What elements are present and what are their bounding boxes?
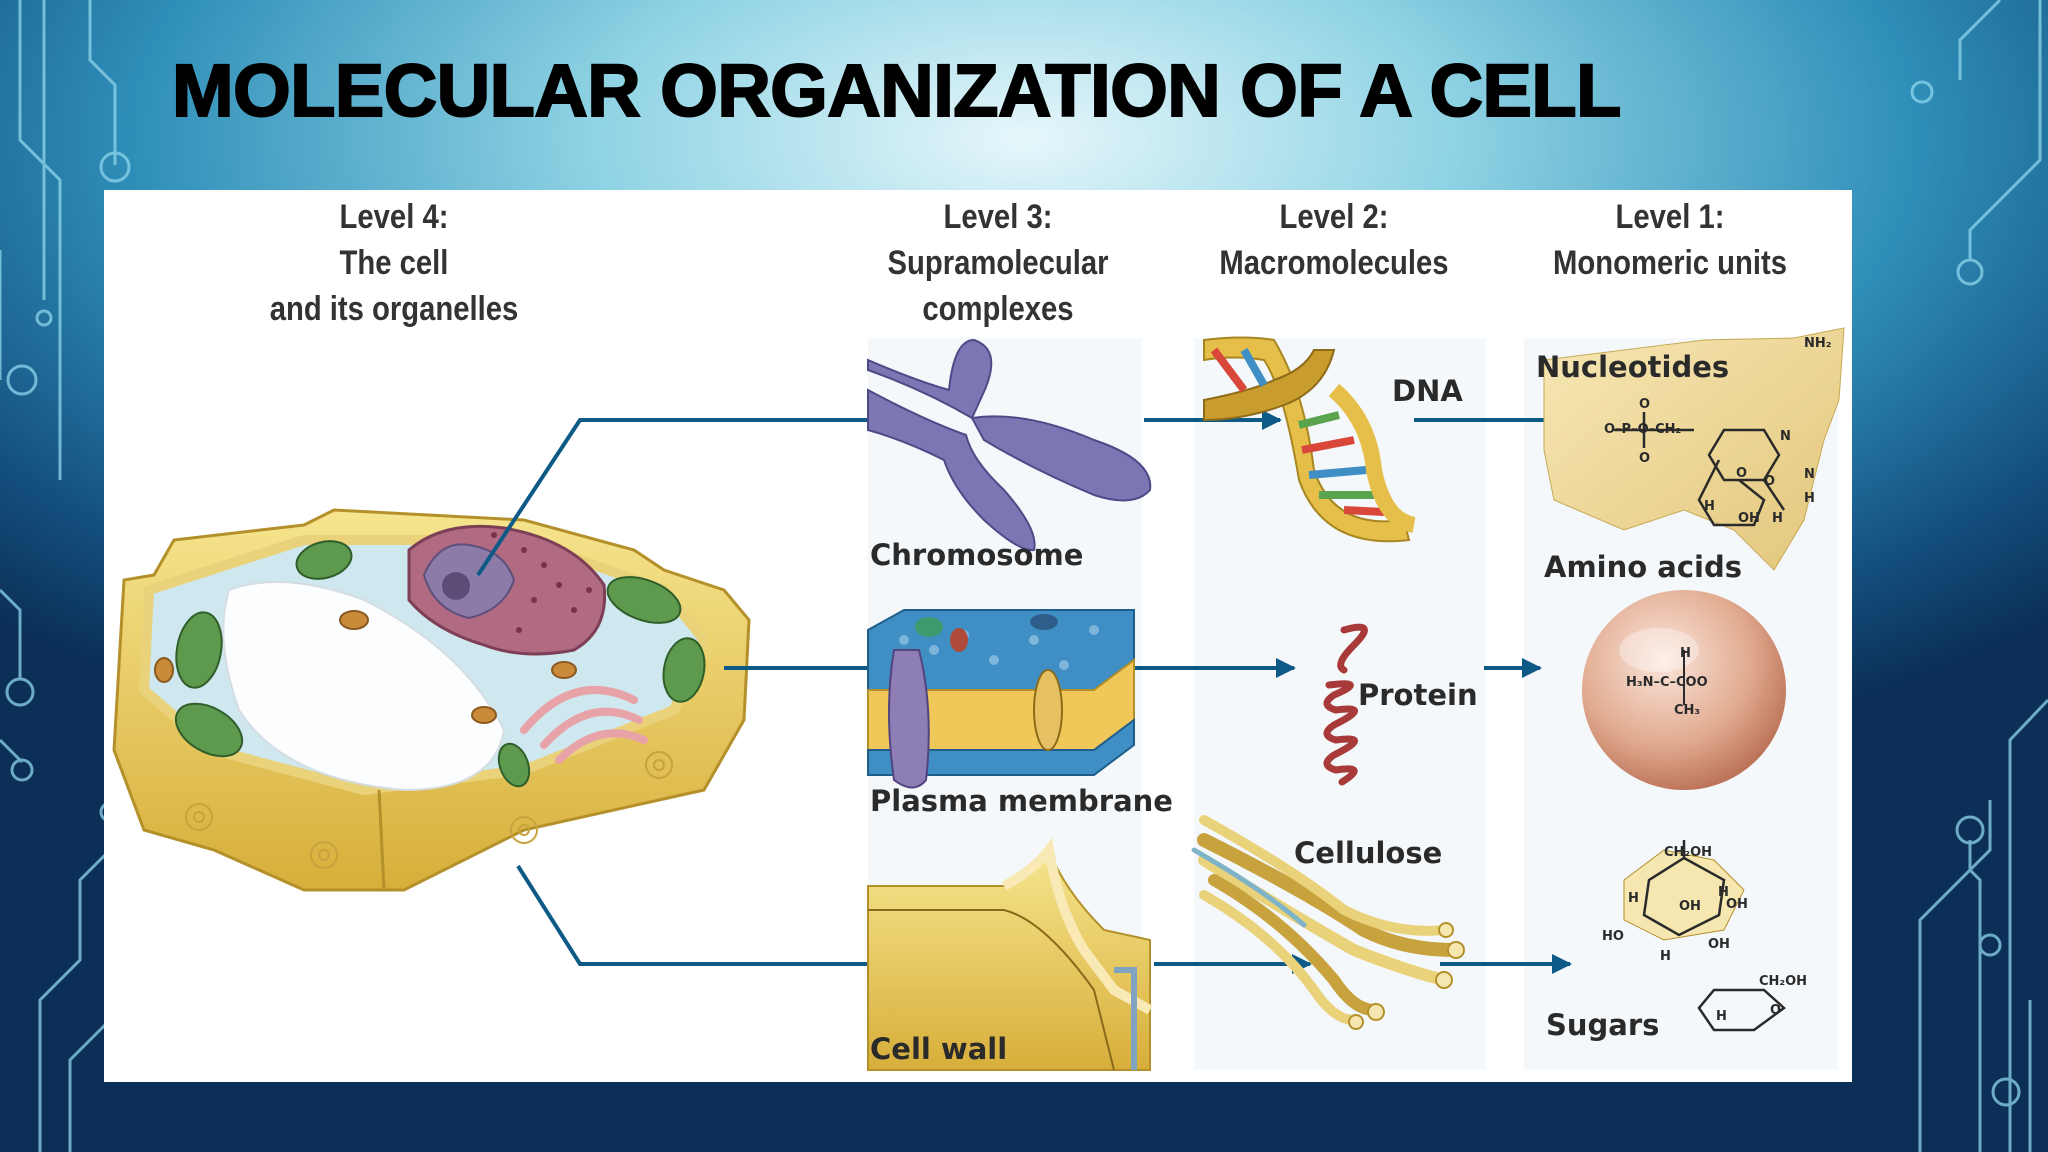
chem-n1: N — [1780, 429, 1791, 444]
label-amino-acids: Amino acids — [1544, 550, 1742, 584]
chem-o4: O — [1736, 466, 1747, 481]
chem-oh-s1: OH — [1726, 897, 1748, 912]
level1-heading: Level 1: Monomeric units — [1541, 194, 1799, 286]
figure-illustrations: NH₂ N N O O–P–O–CH₂ O O O OH H H H H H₃N… — [112, 327, 1845, 1071]
label-chromosome: Chromosome — [870, 538, 1084, 572]
chem-oh1: OH — [1738, 511, 1760, 526]
level1-number: Level 1: — [1615, 198, 1725, 236]
chem-o-s: O — [1770, 1003, 1781, 1018]
chem-ho-s: HO — [1602, 929, 1624, 944]
label-plasma-membrane: Plasma membrane — [870, 784, 1173, 818]
chromosome-illustration — [867, 338, 1152, 552]
chem-ch2oh-1: CH₂OH — [1664, 845, 1712, 860]
slide-title: MOLECULAR ORGANIZATION OF A CELL — [171, 48, 1622, 133]
chem-amino-mid: H₃N–C–COO — [1626, 675, 1708, 690]
level4-heading: Level 4: The cell and its organelles — [265, 194, 523, 332]
label-sugars: Sugars — [1546, 1008, 1660, 1042]
level2-title: Macromolecules — [1219, 244, 1449, 282]
dna-illustration — [1203, 336, 1416, 543]
protein-illustration — [1323, 623, 1368, 786]
chem-amino-bottom: CH₃ — [1674, 703, 1700, 718]
level3-title: Supramolecular — [887, 244, 1109, 282]
level4-subtitle: and its organelles — [269, 290, 519, 328]
cellulose-illustration — [1191, 815, 1465, 1030]
level2-heading: Level 2: Macromolecules — [1205, 194, 1463, 286]
chem-h-s3: H — [1660, 949, 1671, 964]
chem-h-s1: H — [1718, 885, 1729, 900]
level3-subtitle: complexes — [922, 290, 1074, 328]
chem-oh-s2: OH — [1679, 899, 1701, 914]
chem-oh-s3: OH — [1708, 937, 1730, 952]
figure-panel: NH₂ N N O O–P–O–CH₂ O O O OH H H H H H₃N… — [104, 190, 1852, 1082]
nucleotide-illustration — [1543, 327, 1845, 571]
chem-nh2: NH₂ — [1804, 336, 1831, 351]
label-cell-wall: Cell wall — [870, 1032, 1008, 1066]
chem-h3: H — [1804, 491, 1815, 506]
chem-o3: O — [1639, 451, 1650, 466]
level4-title: The cell — [339, 244, 449, 282]
amino-acid-illustration — [1582, 590, 1786, 790]
label-cellulose: Cellulose — [1294, 836, 1443, 870]
level3-heading: Level 3: Supramolecular complexes — [869, 194, 1127, 332]
chem-h1: H — [1772, 511, 1783, 526]
chem-h-s2: H — [1628, 891, 1639, 906]
chem-phosphate: O–P–O–CH₂ — [1604, 422, 1681, 437]
sugar-illustration — [1623, 840, 1786, 1032]
label-dna: DNA — [1392, 374, 1463, 408]
arrow-cell-to-chromosome — [476, 410, 918, 577]
chem-n2: N — [1804, 467, 1815, 482]
chem-h2: H — [1704, 499, 1715, 514]
chem-h-s4: H — [1716, 1009, 1727, 1024]
chem-o1: O — [1764, 474, 1775, 489]
level4-number: Level 4: — [339, 198, 449, 236]
level1-title: Monomeric units — [1553, 244, 1787, 282]
arrow-cell-to-cellwall — [516, 864, 892, 974]
level2-number: Level 2: — [1279, 198, 1389, 236]
chem-amino-top: H — [1680, 646, 1691, 661]
plant-cell-illustration — [112, 508, 751, 892]
label-nucleotides: Nucleotides — [1536, 350, 1730, 384]
chem-ch2oh-2: CH₂OH — [1759, 974, 1807, 989]
plasma-membrane-illustration — [867, 609, 1135, 789]
chem-o2: O — [1639, 397, 1650, 412]
flow-arrows — [476, 410, 1600, 974]
cell-wall-illustration — [867, 837, 1153, 1071]
chemical-labels: NH₂ N N O O–P–O–CH₂ O O O OH H H H H H₃N… — [1602, 336, 1831, 1024]
level3-number: Level 3: — [943, 198, 1053, 236]
label-protein: Protein — [1358, 678, 1478, 712]
